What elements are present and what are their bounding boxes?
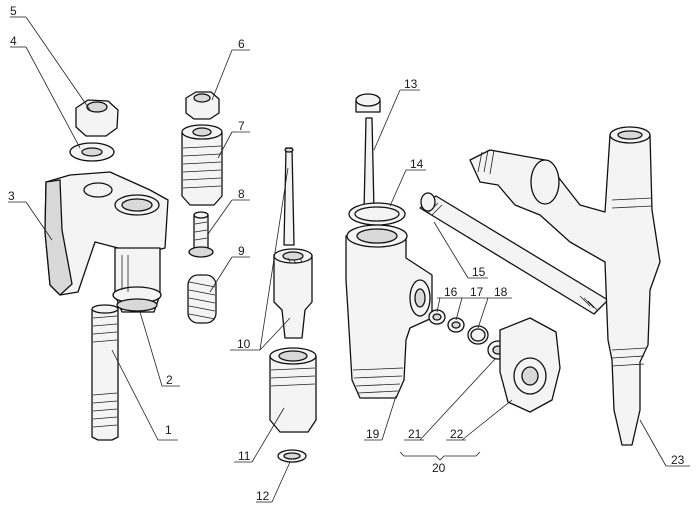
label-3: 3 [8, 189, 15, 203]
label-1: 1 [165, 423, 172, 437]
label-5: 5 [10, 4, 17, 18]
part-1-stud [91, 304, 119, 441]
label-16: 16 [444, 285, 458, 299]
label-13: 13 [404, 77, 418, 91]
part-9-spring [187, 274, 217, 324]
part-labels: 1 2 3 4 5 6 7 8 9 10 11 12 13 14 15 16 1… [8, 4, 685, 503]
label-9: 9 [238, 244, 245, 258]
label-15: 15 [472, 265, 486, 279]
part-18-washer [467, 325, 489, 345]
label-2: 2 [166, 373, 173, 387]
part-4-washer [69, 142, 115, 162]
part-22-banjo-fitting [499, 317, 561, 413]
label-19: 19 [366, 427, 380, 441]
label-23: 23 [671, 453, 685, 467]
label-6: 6 [238, 37, 245, 51]
label-11: 11 [238, 449, 251, 463]
label-14: 14 [410, 157, 424, 171]
label-7: 7 [238, 119, 245, 133]
part-7-threaded-fitting [181, 124, 223, 206]
part-8-spring-seat [188, 211, 214, 258]
label-10: 10 [237, 337, 251, 351]
label-21: 21 [408, 427, 422, 441]
label-20: 20 [432, 461, 446, 475]
part-17-washer [447, 317, 465, 333]
part-10-needle-nozzle [273, 147, 313, 339]
part-12-ring [277, 449, 307, 463]
part-14-gasket [348, 202, 406, 226]
part-3-clamp-bracket [44, 171, 169, 296]
label-4: 4 [10, 34, 17, 48]
part-19-injector-body [345, 224, 433, 399]
label-8: 8 [238, 187, 245, 201]
label-18: 18 [494, 285, 508, 299]
label-17: 17 [470, 285, 484, 299]
leader-lines [8, 16, 690, 503]
part-23-assembled-injector [469, 126, 661, 446]
part-6-nut [185, 91, 220, 120]
part-2-boss [112, 247, 162, 313]
label-12: 12 [256, 489, 270, 503]
label-22: 22 [450, 427, 464, 441]
part-13-rod [355, 93, 381, 213]
part-5-nut [75, 99, 119, 137]
part-16-washer [428, 309, 446, 325]
